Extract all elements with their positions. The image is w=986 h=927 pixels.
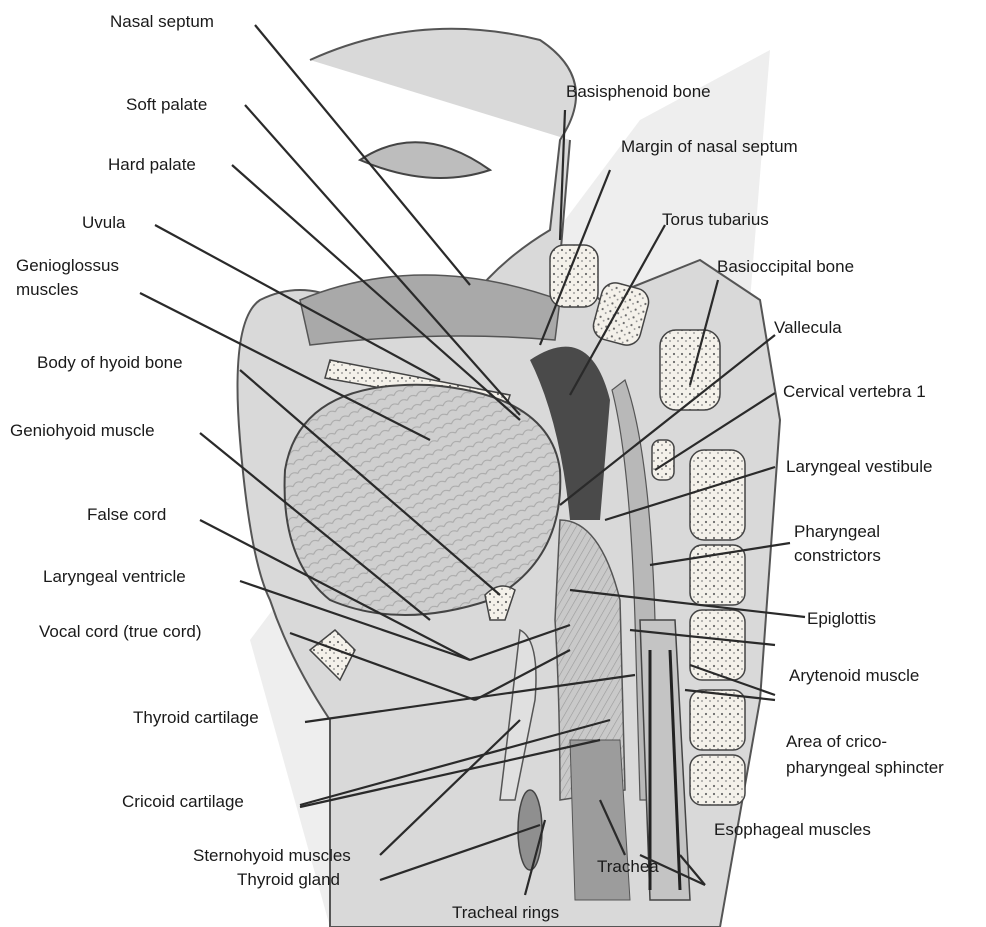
label-crico-2: pharyngeal sphincter xyxy=(786,758,944,778)
label-false-cord: False cord xyxy=(87,505,166,525)
label-sternohyoid: Sternohyoid muscles xyxy=(193,846,351,866)
label-nasal-septum: Nasal septum xyxy=(110,12,214,32)
label-basioccipital: Basioccipital bone xyxy=(717,257,854,277)
eye xyxy=(360,142,490,178)
label-pharyngeal-1: Pharyngeal xyxy=(794,522,880,542)
label-genioglossus-2: muscles xyxy=(16,280,78,300)
label-pharyngeal-2: constrictors xyxy=(794,546,881,566)
label-geniohyoid: Geniohyoid muscle xyxy=(10,421,155,441)
label-basisphenoid: Basisphenoid bone xyxy=(566,82,711,102)
label-body-hyoid: Body of hyoid bone xyxy=(37,353,183,373)
label-thyroid-gland: Thyroid gland xyxy=(237,870,340,890)
thyroid-gland-shape xyxy=(518,790,542,870)
label-laryngeal-ventricle: Laryngeal ventricle xyxy=(43,567,186,587)
label-arytenoid: Arytenoid muscle xyxy=(789,666,919,686)
label-vocal-cord: Vocal cord (true cord) xyxy=(39,622,202,642)
label-cricoid-cartilage: Cricoid cartilage xyxy=(122,792,244,812)
label-hard-palate: Hard palate xyxy=(108,155,196,175)
label-cervical-vertebra: Cervical vertebra 1 xyxy=(783,382,926,402)
label-uvula: Uvula xyxy=(82,213,125,233)
label-laryngeal-vestibule: Laryngeal vestibule xyxy=(786,457,932,477)
label-epiglottis: Epiglottis xyxy=(807,609,876,629)
label-margin-nasal-septum: Margin of nasal septum xyxy=(621,137,798,157)
label-thyroid-cartilage: Thyroid cartilage xyxy=(133,708,259,728)
label-trachea: Trachea xyxy=(597,857,659,877)
label-crico-1: Area of crico- xyxy=(786,732,887,752)
label-esophageal: Esophageal muscles xyxy=(714,820,871,840)
label-torus-tubarius: Torus tubarius xyxy=(662,210,769,230)
label-genioglossus-1: Genioglossus xyxy=(16,256,119,276)
label-tracheal-rings: Tracheal rings xyxy=(452,903,559,923)
label-soft-palate: Soft palate xyxy=(126,95,207,115)
label-vallecula: Vallecula xyxy=(774,318,842,338)
